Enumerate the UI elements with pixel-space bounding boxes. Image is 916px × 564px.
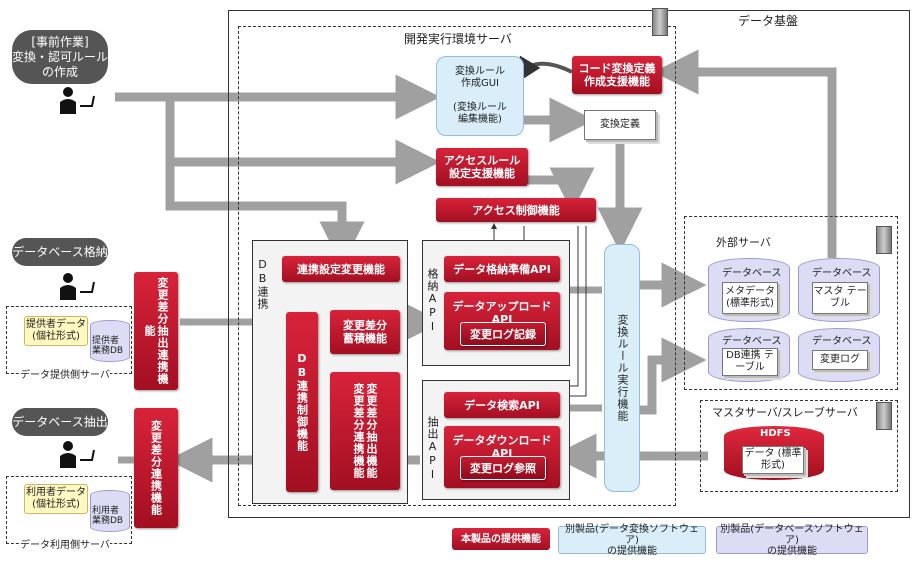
db-store-bubble: データベース格納 xyxy=(12,238,108,266)
change-log-doc: 変更ログ xyxy=(812,350,868,370)
code-conv-function: コード変換定義 作成支援機能 xyxy=(572,56,662,94)
metadata-doc: メタデータ (標準形式) xyxy=(722,282,778,314)
server-icon xyxy=(876,226,892,254)
store-prep-api: データ格納準備API xyxy=(444,256,560,282)
server-icon xyxy=(652,8,668,36)
user-server-label: データ利用側サーバ xyxy=(20,536,110,551)
person-icon xyxy=(60,273,95,300)
db-link-label: DB連携 xyxy=(256,258,269,310)
access-rule-function: アクセスルール 設定支援機能 xyxy=(436,148,528,186)
store-api-label: 格納API xyxy=(426,268,439,334)
change-log-record: 変更ログ記録 xyxy=(460,322,546,346)
change-log-ref: 変更ログ参照 xyxy=(460,456,546,480)
provider-server-label: データ提供側サーバ xyxy=(20,366,110,381)
provider-db-cylinder xyxy=(90,320,130,362)
user-data-box: 利用者データ (個社形式) xyxy=(24,484,88,514)
db-ctrl-function: DB連携制御機能 xyxy=(286,312,318,492)
diff-extract-link-function: 変更差分抽出機能 変更差分連携機能 xyxy=(330,372,400,490)
conv-rule-gui: 変換ルール 作成GUI (変換ルール 編集機能) xyxy=(436,56,524,136)
user-db-label: 利用者 業務DB xyxy=(92,506,124,526)
legend-conv-sw: 別製品(データ変換ソフトウェア) の提供機能 xyxy=(558,524,706,557)
master-slave-label: マスタサーバ/スレーブサーバ xyxy=(712,406,858,419)
data-platform-label: データ基盤 xyxy=(738,14,799,28)
rotate-arrow xyxy=(517,55,573,83)
access-control-function: アクセス制御機能 xyxy=(436,198,596,222)
conv-rule-exec: 変換ルール実行機能 xyxy=(604,244,640,492)
master-table-doc: マスタ テーブル xyxy=(812,282,868,314)
arrow-rule-to-master xyxy=(640,337,707,415)
provider-db-label: 提供者 業務DB xyxy=(92,336,124,356)
provider-data-box: 提供者データ (個社形式) xyxy=(24,316,88,346)
search-api: データ検索API xyxy=(444,392,560,418)
db-label: データベース xyxy=(722,268,782,279)
diff-link-function: 変更差分連携機能 xyxy=(134,408,178,528)
legend-ours: 本製品の提供機能 xyxy=(452,528,550,550)
link-change-function: 連携設定変更機能 xyxy=(282,256,400,282)
db-label: データベース xyxy=(812,268,872,279)
conv-def-doc: 変換定義 xyxy=(584,110,656,140)
dev-server-region xyxy=(238,26,676,506)
diff-store-function: 変更差分 蓄積機能 xyxy=(330,310,400,354)
db-extract-bubble: データベース抽出 xyxy=(12,408,108,436)
db-link-table-doc: DB連携 テーブル xyxy=(722,348,778,376)
external-server-region xyxy=(684,216,898,390)
arrow-ext-to-code-conv xyxy=(653,49,837,258)
db-label: データベース xyxy=(722,336,782,347)
master-slave-region xyxy=(700,400,898,492)
person-icon xyxy=(60,87,95,114)
person-icon xyxy=(60,441,95,468)
hdfs-data-doc: データ (標準形式) xyxy=(742,446,804,474)
hdfs-label: HDFS xyxy=(760,428,791,439)
extract-api-label: 抽出API xyxy=(426,416,439,482)
legend-db-sw: 別製品(データベースソフトウェア) の提供機能 xyxy=(716,524,868,557)
data-platform-region xyxy=(228,10,910,518)
external-server-label: 外部サーバ xyxy=(716,236,771,249)
server-icon xyxy=(876,402,892,430)
diff-extract-function: 変更差分抽出連携機能 xyxy=(134,272,178,390)
arrow-access-rule-to-ctrl xyxy=(528,167,595,213)
dev-server-label: 開発実行環境サーバ xyxy=(404,32,512,46)
prework-bubble: [事前作業] 変換・認可ルール の作成 xyxy=(12,30,108,84)
db-label: データベース xyxy=(812,336,872,347)
arrow-prework-to-link-change xyxy=(165,162,365,267)
user-db-cylinder xyxy=(90,490,130,532)
